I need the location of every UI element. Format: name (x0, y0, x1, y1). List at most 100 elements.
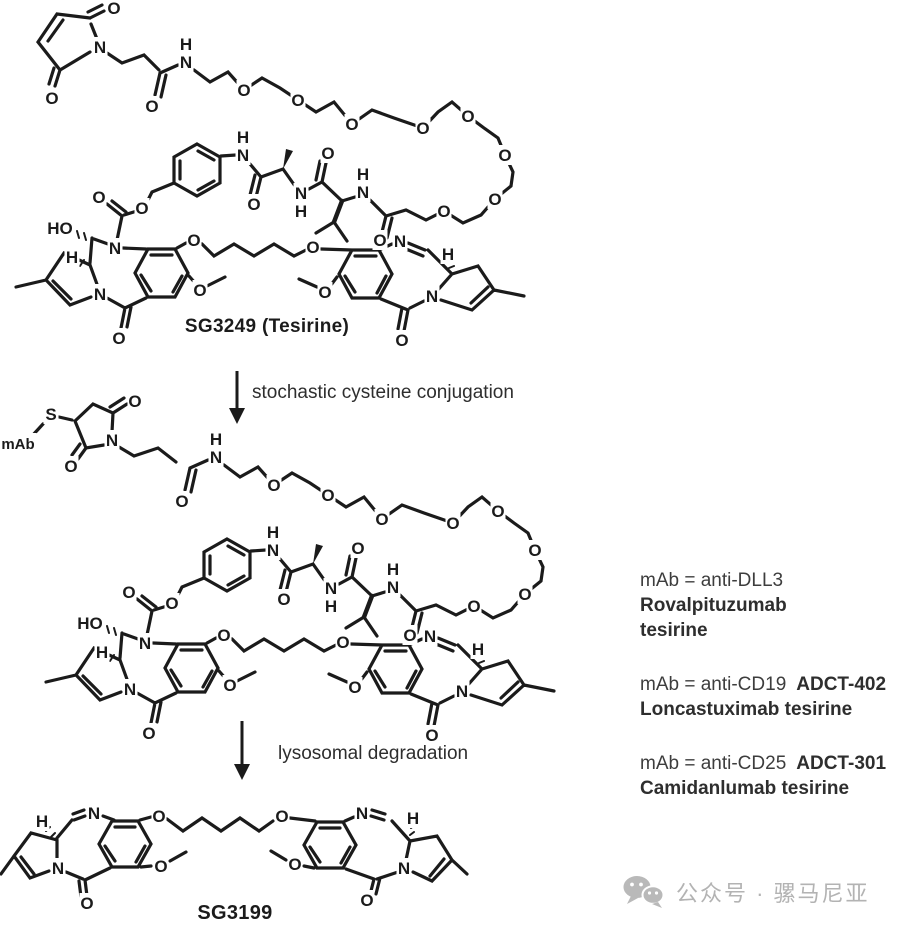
svg-text:N: N (424, 627, 436, 646)
variant-prefix: mAb = anti-CD19 (640, 674, 787, 695)
svg-text:N: N (237, 146, 249, 165)
adc-variant-lonca: mAb = anti-CD19 ADCT-402 Loncastuximab te… (640, 672, 899, 722)
svg-text:O: O (345, 115, 358, 134)
svg-text:O: O (237, 81, 250, 100)
mab-succinimide-cap (30, 396, 178, 464)
svg-text:O: O (373, 231, 386, 250)
svg-text:H: H (357, 165, 369, 184)
svg-text:O: O (306, 238, 319, 257)
svg-text:N: N (357, 183, 369, 202)
svg-text:O: O (375, 510, 388, 529)
svg-text:O: O (491, 502, 504, 521)
svg-text:O: O (351, 539, 364, 558)
svg-text:O: O (360, 891, 373, 910)
maleimide-cap (36, 3, 161, 88)
svg-text:O: O (80, 894, 93, 913)
sg3199-caption: SG3199 (197, 902, 273, 924)
svg-text:O: O (64, 457, 77, 476)
variant-prefix: mAb = anti-CD25 (640, 753, 787, 774)
svg-text:HO: HO (77, 614, 103, 633)
svg-text:O: O (175, 492, 188, 511)
svg-text:O: O (461, 107, 474, 126)
watermark: 公众号 · 骡马尼亚 (622, 874, 870, 910)
svg-text:N: N (94, 285, 106, 304)
step2-label: lysosomal degradation (278, 743, 469, 764)
svg-text:O: O (318, 283, 331, 302)
svg-text:O: O (403, 626, 416, 645)
svg-text:N: N (106, 431, 118, 450)
svg-text:O: O (217, 626, 230, 645)
watermark-text: 公众号 · 骡马尼亚 (676, 881, 870, 906)
svg-text:O: O (145, 97, 158, 116)
svg-text:O: O (288, 855, 301, 874)
svg-text:O: O (437, 202, 450, 221)
svg-text:O: O (45, 89, 58, 108)
svg-text:O: O (425, 726, 438, 745)
svg-text:N: N (398, 859, 410, 878)
svg-text:H: H (210, 430, 222, 449)
svg-text:N: N (139, 634, 151, 653)
svg-text:O: O (247, 195, 260, 214)
svg-text:O: O (498, 146, 511, 165)
svg-text:N: N (325, 579, 337, 598)
svg-text:H: H (325, 597, 337, 616)
svg-text:N: N (88, 804, 100, 823)
svg-text:H: H (267, 523, 279, 542)
svg-text:O: O (528, 541, 541, 560)
svg-text:O: O (416, 119, 429, 138)
svg-text:O: O (122, 583, 135, 602)
svg-text:O: O (165, 594, 178, 613)
svg-text:H: H (407, 809, 419, 828)
svg-text:N: N (394, 232, 406, 251)
svg-text:N: N (387, 578, 399, 597)
svg-text:H: H (387, 560, 399, 579)
svg-text:O: O (267, 476, 280, 495)
svg-text:N: N (356, 804, 368, 823)
svg-text:HO: HO (47, 219, 73, 238)
svg-text:H: H (237, 128, 249, 147)
svg-text:H: H (472, 640, 484, 659)
svg-text:O: O (321, 486, 334, 505)
svg-text:O: O (277, 590, 290, 609)
svg-text:N: N (109, 239, 121, 258)
svg-text:H: H (180, 35, 192, 54)
reaction-arrow-2 (234, 721, 250, 780)
svg-text:O: O (395, 331, 408, 350)
svg-text:O: O (291, 91, 304, 110)
svg-text:O: O (223, 676, 236, 695)
step1-label: stochastic cysteine conjugation (252, 382, 514, 403)
svg-text:O: O (275, 807, 288, 826)
svg-text:N: N (124, 680, 136, 699)
sg3249-caption: SG3249 (Tesirine) (184, 316, 350, 337)
svg-text:O: O (92, 188, 105, 207)
svg-text:H: H (66, 248, 78, 267)
svg-text:H: H (96, 643, 108, 662)
svg-text:O: O (518, 585, 531, 604)
variant-name: Loncastuximab tesirine (640, 699, 853, 720)
svg-text:H: H (295, 202, 307, 221)
svg-text:N: N (94, 38, 106, 57)
svg-text:N: N (180, 53, 192, 72)
svg-text:H: H (36, 812, 48, 831)
svg-text:O: O (187, 231, 200, 250)
svg-text:H: H (442, 245, 454, 264)
svg-text:O: O (446, 514, 459, 533)
svg-text:O: O (154, 857, 167, 876)
variant-code: ADCT-402 (796, 674, 887, 695)
svg-text:O: O (112, 329, 125, 348)
svg-text:O: O (107, 0, 120, 18)
svg-text:O: O (348, 678, 361, 697)
wechat-icon (623, 876, 665, 908)
adc-variant-rova: mAb = anti-DLL3 Rovalpituzumab tesirine (640, 568, 899, 643)
svg-text:O: O (467, 597, 480, 616)
svg-text:O: O (152, 807, 165, 826)
svg-text:N: N (456, 682, 468, 701)
svg-text:N: N (267, 541, 279, 560)
svg-text:N: N (210, 448, 222, 467)
